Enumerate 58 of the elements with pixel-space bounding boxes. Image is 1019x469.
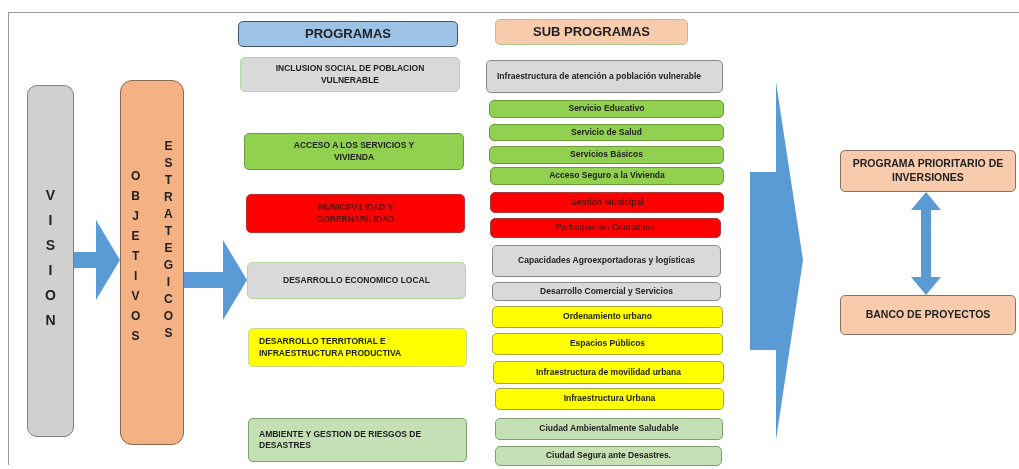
box-label: PROGRAMA PRIORITARIO DE INVERSIONES — [851, 157, 1005, 185]
box-label: Ciudad Ambientalmente Saludable — [539, 423, 679, 435]
block-arrow — [184, 240, 247, 320]
vertical-label: OBJETIVOS — [129, 168, 147, 345]
box-label: DESARROLLO TERRITORIAL E INFRAESTRUCTURA PRODUCTIVA — [259, 336, 403, 359]
box-label: Acceso Seguro a la Vivienda — [549, 170, 665, 182]
box-label: Infraestructura Urbana — [563, 393, 656, 405]
program-box — [492, 333, 723, 355]
box-label: Infraestructura de movilidad urbana — [536, 368, 681, 377]
box-label: Ordenamiento urbano — [563, 311, 652, 323]
box-label: ACCESO A LOS SERVICIOS Y VIVIENDA — [292, 140, 416, 163]
box-label: Espacios Públicos — [569, 338, 646, 350]
box-label: DESARROLLO ECONOMICO LOCAL — [283, 274, 430, 286]
program-box — [489, 100, 724, 118]
program-box — [840, 150, 1016, 192]
box-label: AMBIENTE Y GESTION DE RIESGOS DE DESASTRES — [259, 428, 423, 452]
box-label: INCLUSION SOCIAL DE POBLACION VULNERABLE — [275, 63, 425, 86]
box-label: Participación Ciudadana — [555, 222, 656, 234]
column-header-box — [238, 21, 458, 47]
program-box — [244, 133, 464, 170]
block-arrow — [74, 220, 120, 300]
program-box — [248, 418, 467, 462]
program-box — [490, 167, 724, 185]
program-box — [495, 388, 724, 410]
rounded-column-box — [120, 80, 184, 445]
box-label: SUB PROGRAMAS — [533, 23, 650, 41]
column-header-box — [495, 19, 688, 45]
box-label: BANCO DE PROYECTOS — [865, 308, 991, 322]
box-label: MUNICIPALIDAD Y GOBERNABILIDAD — [315, 202, 396, 225]
box-label: PROGRAMAS — [305, 25, 391, 43]
program-box — [246, 194, 465, 233]
program-box — [489, 124, 724, 141]
program-box — [840, 295, 1016, 335]
box-label: Gestión Municipal — [570, 196, 644, 208]
box-label: Servicio de Salud — [571, 126, 642, 138]
program-box — [493, 361, 724, 384]
box-label: Infraestructura de atención a población vulnerable — [497, 70, 702, 82]
box-label: Desarrollo Comercial y Servicios — [540, 285, 673, 297]
vertical-label: VISION — [44, 186, 64, 330]
box-label: Servicios Básicos — [570, 149, 643, 161]
vertical-label: ESTRATEGICOS — [162, 138, 180, 342]
program-box — [490, 218, 721, 238]
program-box — [495, 446, 722, 466]
program-box — [486, 60, 723, 93]
block-arrow — [911, 192, 941, 295]
program-box — [489, 146, 724, 164]
program-box — [490, 192, 724, 213]
program-box — [240, 57, 460, 92]
box-label: Ciudad Segura ante Desastres. — [545, 450, 672, 462]
program-box — [492, 306, 723, 328]
program-box — [492, 245, 721, 277]
rounded-column-box — [27, 85, 74, 437]
box-label: Capacidades Agroexportadoras y logísticas — [518, 255, 695, 267]
program-box — [248, 328, 467, 367]
program-box — [495, 418, 723, 440]
box-label: Servicio Educativo — [568, 103, 645, 115]
program-box — [247, 262, 466, 299]
program-box — [492, 282, 721, 301]
